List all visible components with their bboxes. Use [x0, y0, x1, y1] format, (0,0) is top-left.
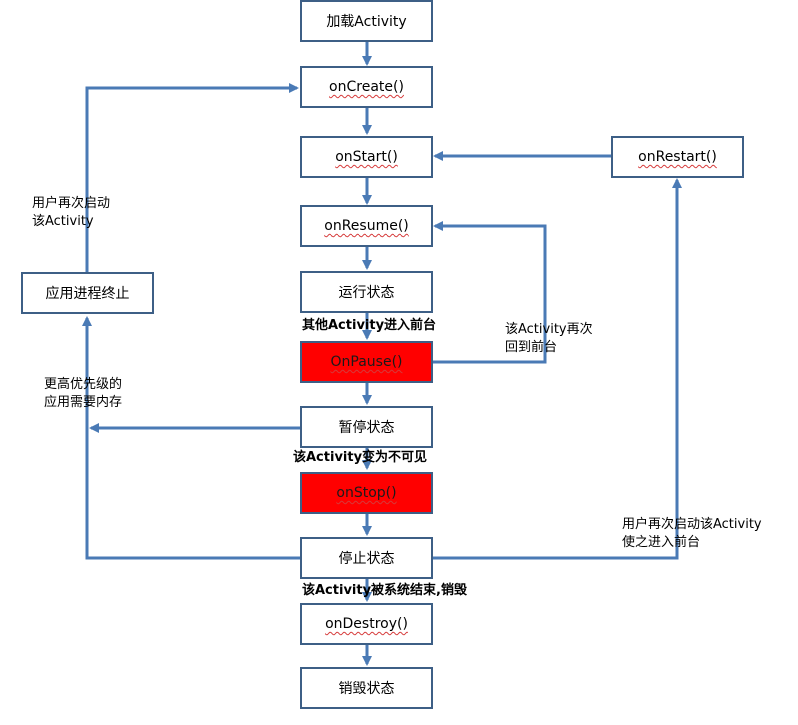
node-stopped-state: 停止状态	[300, 537, 433, 579]
node-app-process-killed-label: 应用进程终止	[45, 286, 130, 302]
node-load-activity: 加载Activity	[300, 0, 433, 42]
node-onresume-label: onResume()	[324, 218, 409, 234]
label-invisible: 该Activity变为不可见	[293, 450, 428, 465]
label-high-priority: 更高优先级的 应用需要内存	[44, 376, 122, 412]
label-high-priority-line2: 应用需要内存	[44, 395, 123, 410]
node-app-process-killed: 应用进程终止	[21, 272, 154, 314]
node-stopped-state-label: 停止状态	[338, 551, 395, 567]
label-back-foreground-line1: 该Activity再次	[505, 322, 593, 337]
node-destroyed-state: 销毁状态	[300, 667, 433, 709]
node-destroyed-state-label: 销毁状态	[338, 681, 395, 697]
node-onstop: onStop()	[300, 472, 433, 514]
node-onstart: onStart()	[300, 136, 433, 178]
label-user-restart-foreground-line2: 使之进入前台	[622, 535, 701, 550]
node-onresume: onResume()	[300, 205, 433, 247]
label-user-restart-line1: 用户再次启动	[32, 196, 111, 211]
node-onpause-label: OnPause()	[330, 354, 403, 370]
label-high-priority-line1: 更高优先级的	[44, 377, 123, 392]
arrow-stopped-to-app-killed	[82, 316, 300, 560]
node-onstart-label: onStart()	[335, 149, 398, 165]
node-ondestroy-label: onDestroy()	[325, 616, 408, 632]
arrow-stopped-to-onrestart	[433, 178, 682, 560]
node-load-activity-label: 加载Activity	[326, 14, 407, 30]
node-onrestart-label: onRestart()	[638, 149, 717, 165]
label-user-restart-line2: 该Activity	[32, 214, 94, 229]
label-back-foreground: 该Activity再次 回到前台	[505, 321, 593, 357]
label-destroyed-by-system: 该Activity被系统结束,销毁	[302, 583, 467, 598]
label-user-restart-foreground-line1: 用户再次启动该Activity	[622, 517, 762, 532]
label-user-restart: 用户再次启动 该Activity	[32, 195, 110, 231]
node-paused-state-label: 暂停状态	[338, 420, 395, 436]
arrow-onpause-to-onresume	[433, 221, 547, 364]
node-ondestroy: onDestroy()	[300, 603, 433, 645]
node-running-state-label: 运行状态	[338, 285, 395, 301]
node-paused-state: 暂停状态	[300, 406, 433, 448]
node-oncreate: onCreate()	[300, 66, 433, 108]
node-onpause: OnPause()	[300, 341, 433, 383]
node-running-state: 运行状态	[300, 271, 433, 313]
node-oncreate-label: onCreate()	[329, 79, 404, 95]
node-onstop-label: onStop()	[336, 485, 397, 501]
node-onrestart: onRestart()	[611, 136, 744, 178]
label-back-foreground-line2: 回到前台	[505, 340, 558, 355]
label-user-restart-foreground: 用户再次启动该Activity 使之进入前台	[622, 516, 762, 552]
arrow-app-killed-to-oncreate	[85, 83, 299, 272]
label-other-foreground: 其他Activity进入前台	[302, 318, 437, 333]
